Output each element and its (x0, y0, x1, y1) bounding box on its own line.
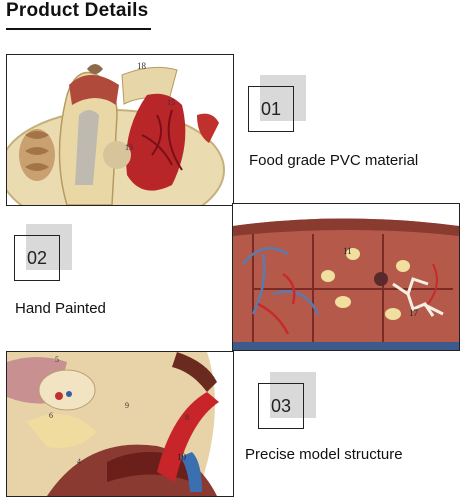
photo-tissue-block: 11 17 (232, 203, 460, 351)
feature-number-label: 03 (270, 396, 292, 416)
feature-caption: Precise model structure (245, 446, 403, 463)
svg-text:8: 8 (185, 413, 189, 422)
svg-text:4: 4 (77, 457, 81, 466)
kidney-vessel-image: 5 6 9 8 10 4 (7, 352, 233, 496)
svg-text:13: 13 (125, 143, 133, 152)
feature-number-label: 02 (26, 248, 48, 268)
svg-text:10: 10 (177, 452, 187, 462)
page-title: Product Details (6, 0, 149, 21)
svg-text:5: 5 (55, 355, 59, 364)
photo-digestive-model: 18 13 15 (6, 54, 234, 206)
title-underline (6, 28, 151, 30)
feature-caption: Food grade PVC material (249, 152, 419, 169)
tissue-block-image: 11 17 (233, 204, 459, 350)
feature-number-02: 02 (14, 224, 72, 283)
feature-number-01: 01 (248, 75, 306, 134)
feature-number-03: 03 (258, 372, 316, 431)
svg-text:11: 11 (343, 246, 352, 256)
svg-text:17: 17 (409, 308, 419, 318)
svg-text:9: 9 (125, 401, 129, 410)
photo-kidney-vessels: 5 6 9 8 10 4 (6, 351, 234, 497)
feature-caption: Hand Painted (15, 300, 106, 317)
svg-text:15: 15 (167, 98, 175, 107)
svg-text:18: 18 (137, 61, 147, 71)
svg-text:6: 6 (49, 411, 53, 420)
feature-number-label: 01 (260, 99, 282, 119)
digestive-model-image: 18 13 15 (7, 55, 233, 205)
